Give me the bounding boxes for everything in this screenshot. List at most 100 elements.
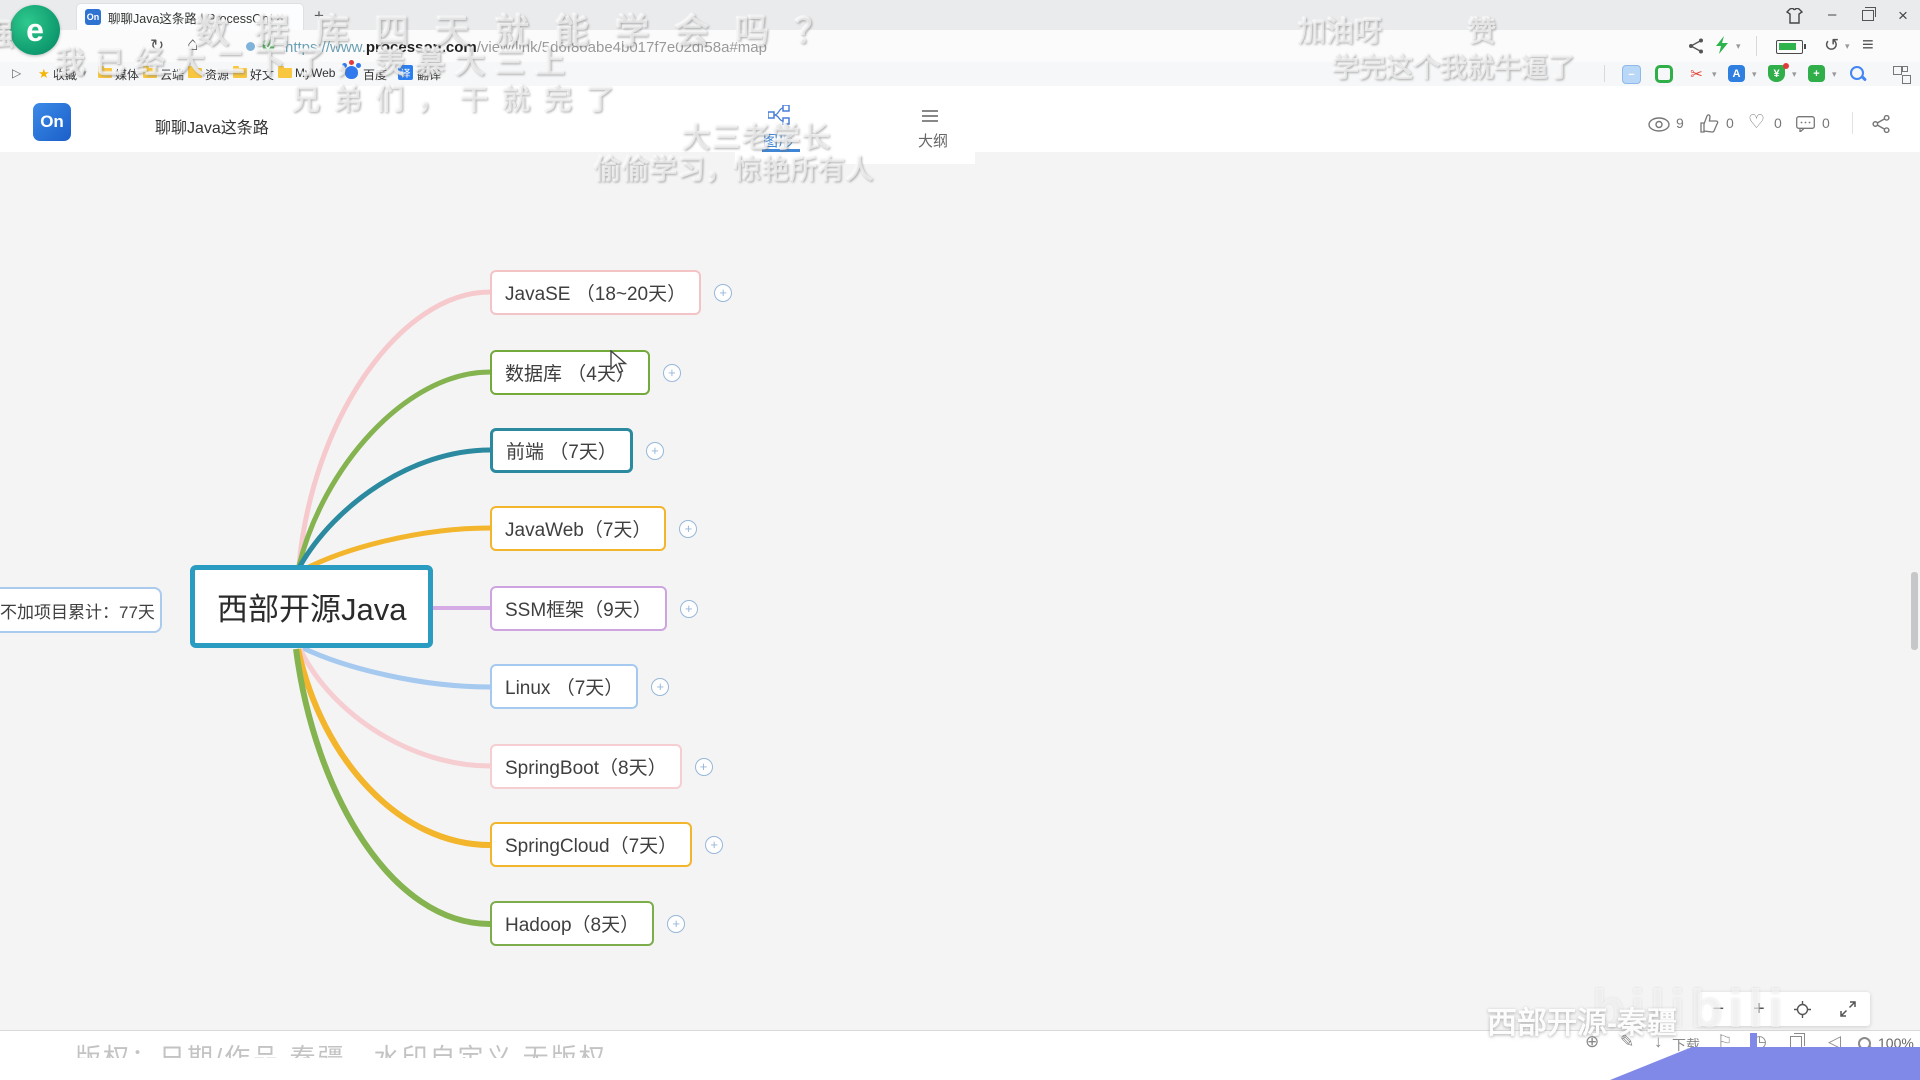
skin-theme-icon[interactable] [1786,8,1803,24]
security-shield-icon[interactable] [262,39,275,54]
favorites-star-icon[interactable]: ★ [38,66,50,81]
vertical-scrollbar[interactable] [1911,572,1918,650]
mindmap-node-total[interactable]: 不加项目累计：77天 [0,587,162,633]
comments-count: 0 [1822,115,1830,131]
browser-tab[interactable]: On 聊聊Java这条路 | ProcessOn免 × [76,3,304,30]
document-title: 聊聊Java这条路 [155,120,269,137]
download-arrow-icon[interactable]: ↓ [1654,1032,1663,1051]
mindmap-branch: Linux （7天） + [490,664,670,709]
chevron-down-icon[interactable]: ▾ [1845,41,1850,51]
mindmap-node[interactable]: JavaSE （18~20天） [490,270,702,315]
bookmark-folder-cloud[interactable]: 云端 [160,68,185,82]
window-restore-button[interactable] [1862,7,1876,21]
mindmap-node[interactable]: Hadoop（8天） [490,901,655,946]
bookmarks-bar [0,62,1920,87]
battery-icon [1776,40,1806,54]
bookmark-folder-articles[interactable]: 好文 [250,68,275,82]
undo-icon[interactable]: ↺ [1824,35,1840,55]
sidebar-toggle-icon[interactable]: ▷ [12,66,22,80]
refresh-icon[interactable]: ↻ [150,36,165,55]
menu-icon[interactable]: ≡ [1862,34,1874,56]
tab-outline[interactable]: 大纲 [918,133,949,150]
url-text[interactable]: https://www.processon.com/view/link/5d6f… [285,39,767,56]
window-minimize-button[interactable]: – [1828,6,1837,23]
add-child-button[interactable]: + [705,835,724,854]
graph-view-icon[interactable] [768,105,790,125]
pen-icon[interactable]: ✎ [1620,1032,1635,1051]
add-child-button[interactable]: + [714,283,733,302]
danmaku-comment: 赞 [1468,16,1497,47]
adblock-extension-icon[interactable]: − [1622,65,1641,84]
new-tab-button[interactable]: + [314,6,324,25]
tab-area-bump [735,152,975,164]
window-close-button[interactable]: × [1898,6,1908,25]
chevron-down-icon[interactable]: ▾ [1736,41,1741,51]
wallet-shield-extension-icon[interactable]: ¥ [1768,65,1785,82]
divider [1604,65,1605,82]
zoom-out-button[interactable]: − [1712,997,1725,1020]
scissors-screenshot-icon[interactable]: ✂ [1690,65,1703,83]
bookmark-folder-resource[interactable]: 资源 [205,68,230,82]
mindmap-node[interactable]: 数据库 （4天） [490,350,650,395]
home-icon[interactable]: ⌂ [187,34,199,55]
processon-logo: On [33,103,71,141]
active-tab-underline [762,149,800,152]
baidu-icon [342,63,358,79]
bookmark-translate[interactable]: 翻译 [417,68,442,82]
add-child-button[interactable]: + [662,363,681,382]
mindmap-node[interactable]: SpringBoot（8天） [490,744,682,789]
mindmap-node[interactable]: 前端 （7天） [490,428,633,473]
like-thumb-icon[interactable] [1700,114,1719,133]
chevron-down-icon[interactable]: ▾ [1752,69,1757,79]
search-extension-icon[interactable] [1850,66,1864,80]
translate-icon: 译 [398,65,413,80]
history-icon[interactable]: ⊕ [1585,1032,1600,1051]
speaker-icon[interactable]: ◁ [1828,1032,1842,1051]
mindmap-branch: SSM框架（9天） + [490,586,698,631]
apps-grid-icon[interactable] [1893,66,1911,84]
add-child-button[interactable]: + [651,677,670,696]
mindmap-branch: SpringCloud（7天） + [490,822,724,867]
bookmark-baidu[interactable]: 百度 [363,68,388,82]
mindmap-node[interactable]: SpringCloud（7天） [490,822,693,867]
green-ring-extension-icon[interactable] [1655,65,1673,83]
add-child-button[interactable]: + [645,441,664,460]
mindmap-node[interactable]: SSM框架（9天） [490,586,667,631]
chevron-down-icon[interactable]: ▾ [1792,69,1797,79]
translate-extension-icon[interactable]: A [1728,65,1745,82]
chevron-down-icon[interactable]: ▾ [82,68,87,78]
mindmap-node[interactable]: JavaWeb（7天） [490,506,667,551]
reset-view-icon[interactable] [1793,1000,1811,1018]
fullscreen-icon[interactable] [1839,1001,1856,1017]
outline-view-icon[interactable] [922,110,938,122]
bookmark-folder-media[interactable]: 媒体 [115,68,140,82]
folder-icon [278,65,292,78]
favorite-heart-icon[interactable]: ♡ [1748,112,1766,133]
mindmap-branch: JavaSE （18~20天） + [490,270,733,315]
add-child-button[interactable]: + [694,757,713,776]
mindmap-root-node[interactable]: 西部开源Java [190,565,434,648]
tab-graph[interactable]: 图形 [763,133,794,150]
site-info-icon[interactable] [246,42,255,51]
mouse-cursor [610,350,628,374]
share-icon[interactable] [1688,38,1704,54]
chevron-down-icon[interactable]: ▾ [1712,69,1717,79]
add-child-button[interactable]: + [679,599,698,618]
mindmap-node[interactable]: Linux （7天） [490,664,639,709]
share-map-icon[interactable] [1872,115,1890,133]
danmaku-comment: 加油呀 [1298,16,1383,47]
favorites-label[interactable]: 收藏 [53,68,78,82]
bookmark-folder-myweb[interactable]: MyWeb [295,66,336,80]
game-extension-icon[interactable]: + [1808,65,1825,82]
mindmap-branch: SpringBoot（8天） + [490,744,713,789]
bottom-bar [0,1030,1920,1080]
flag-icon[interactable]: ⚐ [1717,1032,1733,1051]
comments-icon[interactable] [1796,116,1815,132]
zoom-in-button[interactable]: + [1753,997,1765,1020]
footer-note: 版权：日期/作品 秦疆 水印自定义 无版权 [75,1043,607,1058]
add-child-button[interactable]: + [679,519,698,538]
chevron-down-icon[interactable]: ▾ [1832,69,1837,79]
add-child-button[interactable]: + [667,914,686,933]
lightning-boost-icon[interactable] [1716,36,1728,54]
tab-close-icon[interactable]: × [276,9,285,25]
